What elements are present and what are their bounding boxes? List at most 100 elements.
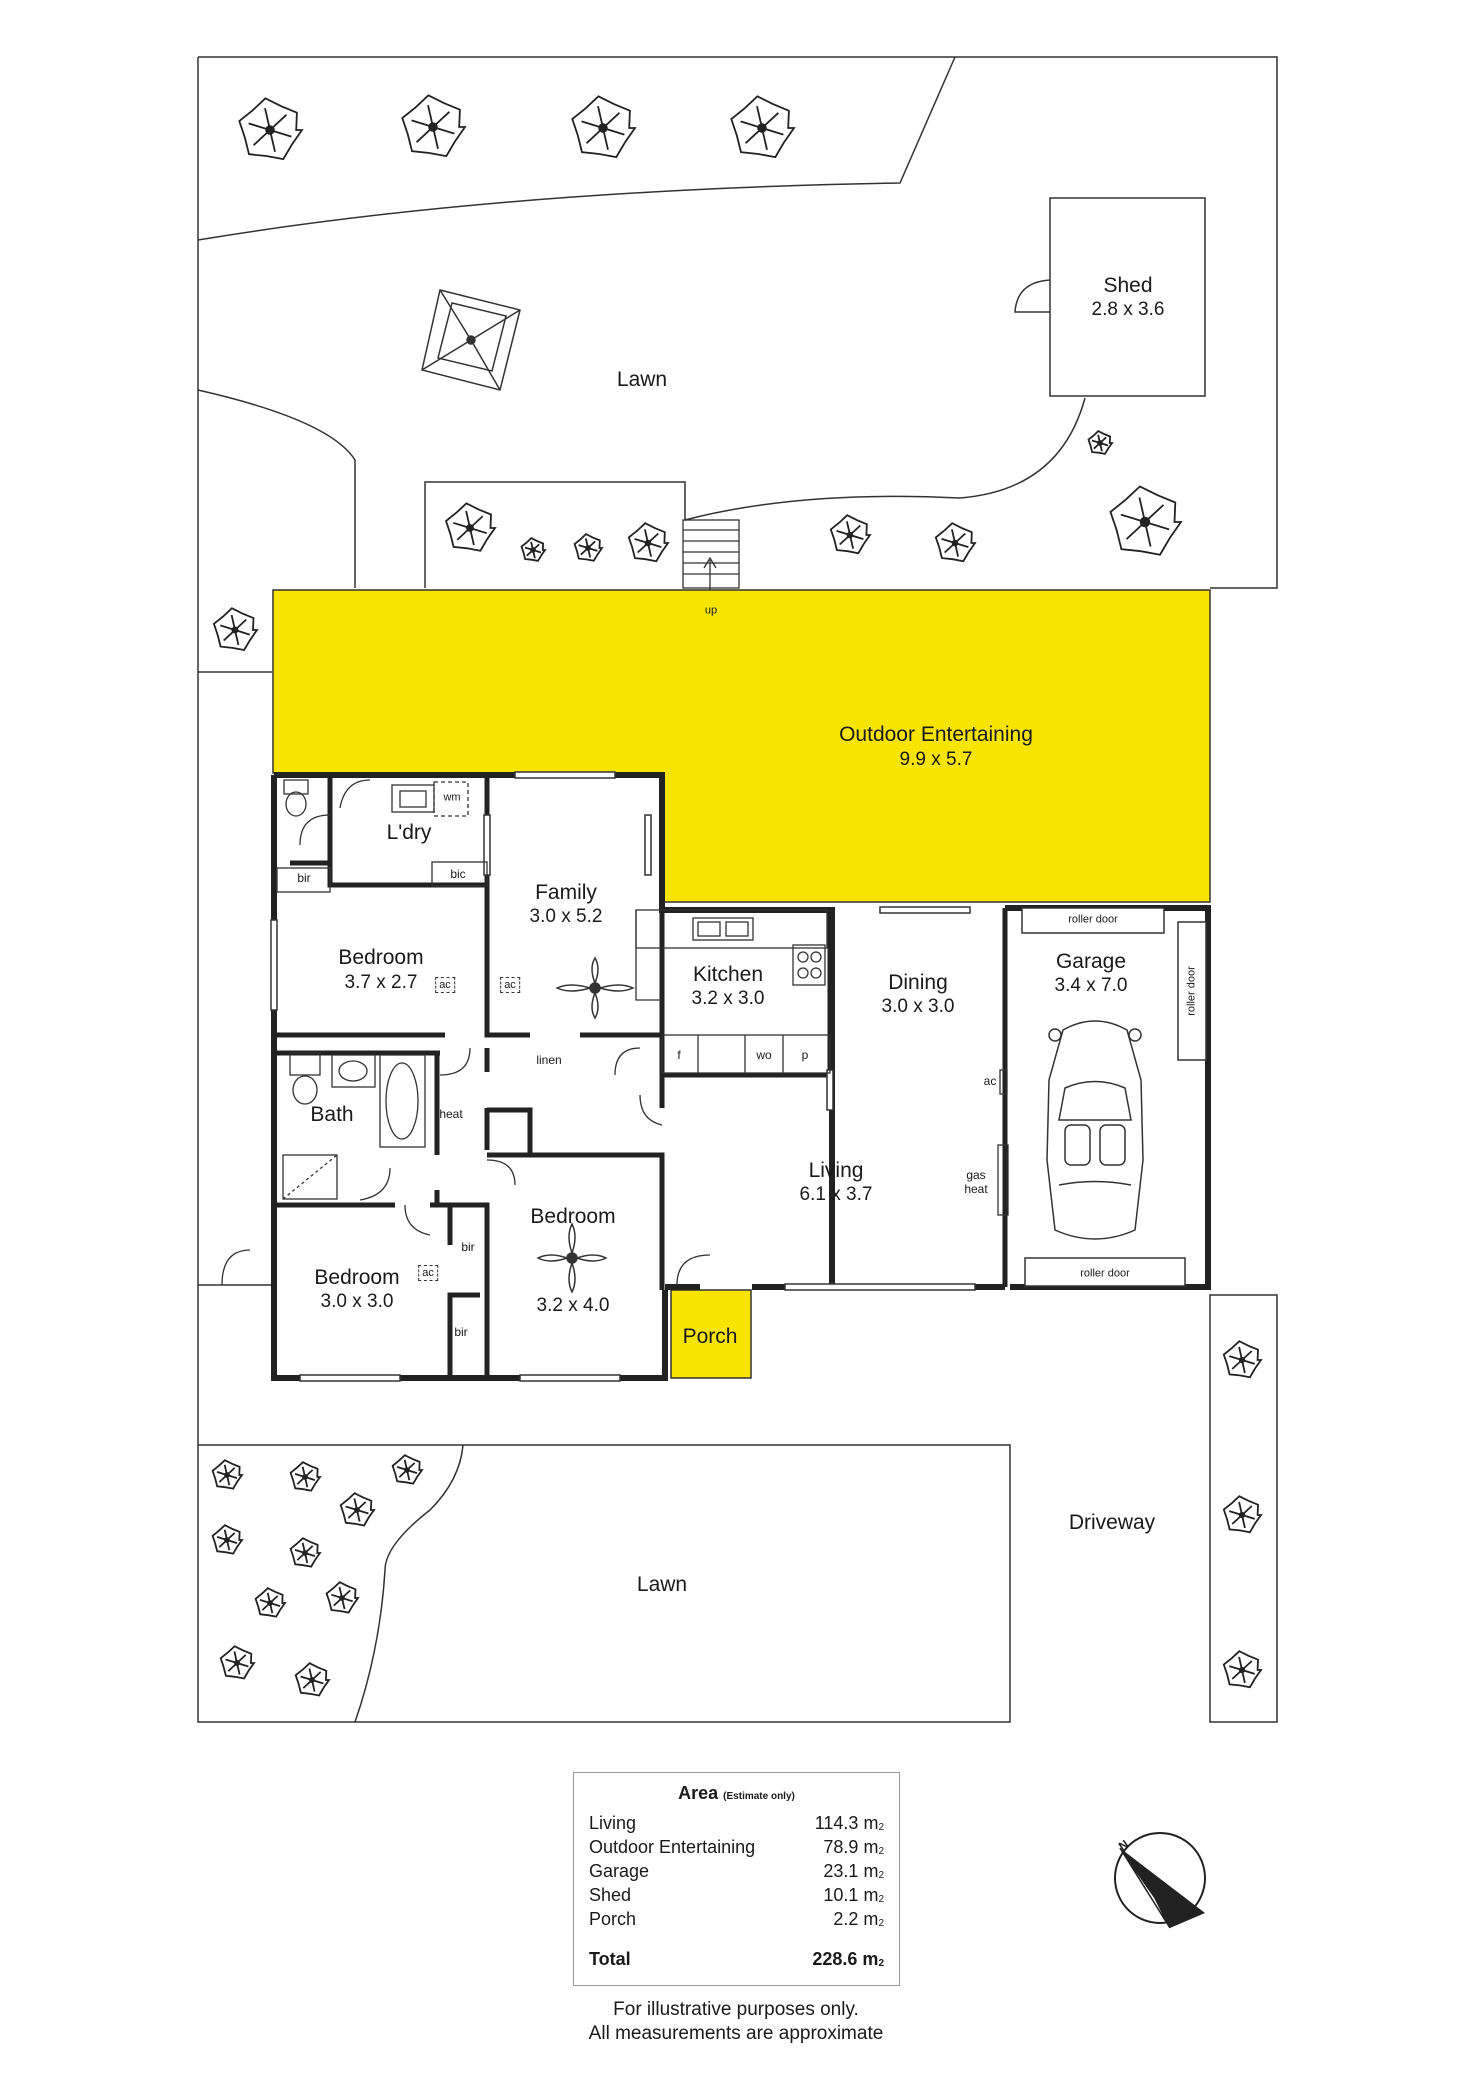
bic-label: bic [450,867,466,882]
tree-icon [211,1459,244,1490]
area-row: Porch 2.2 m2 [589,1909,884,1931]
area-subtitle: (Estimate only) [723,1791,795,1802]
washing-machine-label: wm [443,791,461,804]
family-dims: 3.0 x 5.2 [529,906,603,928]
area-row-value: 23.1 m2 [823,1861,884,1881]
tree-icon [573,533,604,562]
tree-icon [401,94,467,158]
area-row-value: 2.2 m2 [833,1909,884,1929]
outdoor-entertaining-dims: 9.9 x 5.7 [899,749,973,771]
area-row-name: Porch [589,1909,637,1929]
bedroom2-name: Bedroom [530,1204,616,1228]
bedroom3-dims: 3.0 x 3.0 [320,1291,394,1313]
area-row-value: 114.3 m2 [814,1813,884,1833]
area-row: Garage 23.1 m2 [589,1861,884,1883]
dining-name: Dining [888,970,948,994]
tree-icon [730,95,796,159]
ac-tag-family: ac [500,977,520,993]
lawn-front-label: Lawn [636,1572,688,1596]
door-swings [221,779,711,1286]
driveway-label: Driveway [1068,1510,1156,1534]
tree-icon [289,1537,322,1568]
roller-door-bottom-label: roller door [1080,1267,1130,1280]
compass-icon [1114,1832,1206,1929]
area-row: Outdoor Entertaining 78.9 m2 [589,1837,884,1859]
tree-icon [1087,430,1114,455]
area-row: Shed 10.1 m2 [589,1885,884,1907]
tree-icon [571,95,637,159]
kitchen-dims: 3.2 x 3.0 [691,988,765,1010]
ceiling-fans [536,956,635,1294]
bir-label-1: bir [461,1240,475,1255]
tree-icon [1109,485,1183,556]
tree-icon [339,1492,376,1527]
roller-doors [1021,907,1207,1287]
heat-label: heat [439,1107,463,1122]
porch-name: Porch [682,1324,738,1348]
gazebo [421,289,521,391]
tree-icon [211,1524,244,1555]
tree-icon [829,514,872,555]
tree-icon [1222,1650,1263,1689]
lawn-back-label: Lawn [616,367,668,391]
garage-dims: 3.4 x 7.0 [1054,975,1128,997]
area-row: Living 114.3 m2 [589,1813,884,1835]
tree-icon [1222,1340,1263,1379]
tree-icon [219,1645,256,1680]
bedroom1-name: Bedroom [338,945,424,969]
area-summary-table: Area (Estimate only) Living 114.3 m2 Outdo… [573,1772,900,1986]
tree-icon [325,1581,360,1614]
tree-icon [444,502,497,552]
living-name: Living [808,1158,864,1182]
area-title: Area (Estimate only) [574,1783,899,1804]
tree-icon [238,97,304,161]
kitchen-name: Kitchen [692,962,764,986]
laundry-name: L'dry [386,820,432,844]
outdoor-entertaining-name: Outdoor Entertaining [839,722,1033,746]
tree-icon [294,1662,331,1697]
shed [1014,197,1206,397]
area-row-name: Garage [589,1861,650,1881]
living-dims: 6.1 x 3.7 [799,1184,873,1206]
dining-dims: 3.0 x 3.0 [881,996,955,1018]
disclaimer-line-2: All measurements are approximate [588,2023,884,2044]
disclaimer: For illustrative purposes only. All meas… [0,1998,1472,2046]
area-row-value: 10.1 m2 [823,1885,884,1905]
pantry-label: p [801,1048,809,1063]
bedroom1-dims: 3.7 x 2.7 [344,972,418,994]
steps-up-label: up [704,604,718,617]
car-icon [1046,1020,1144,1240]
fixtures [276,779,1009,1216]
area-row-value: 78.9 m2 [823,1837,884,1857]
ac-label-dining: ac [983,1074,997,1089]
tree-icon [627,522,670,563]
roller-door-side-label: roller door [1185,966,1198,1016]
disclaimer-line-1: For illustrative purposes only. [613,1999,859,2020]
roller-door-top-label: roller door [1068,913,1118,926]
area-row-name: Living [589,1813,637,1833]
linen-label: linen [536,1053,562,1068]
wall-oven-label: wo [756,1048,772,1063]
tree-icon [934,522,977,563]
shed-name: Shed [1103,273,1153,297]
windows [270,771,976,1382]
gas-heat-label: gas heat [964,1168,988,1196]
porch-area [670,1289,752,1379]
area-total-value: 228.6 m2 [812,1949,884,1969]
tree-icon [254,1587,287,1618]
garage-name: Garage [1055,949,1127,973]
area-row-name: Outdoor Entertaining [589,1837,756,1857]
bedroom3-name: Bedroom [314,1265,400,1289]
outdoor-entertaining-area [272,589,1211,903]
trees [211,94,1263,1697]
bir-label-laundry: bir [297,871,311,886]
ac-tag-bedroom1: ac [435,977,455,993]
bir-label-2: bir [454,1325,468,1340]
shed-dims: 2.8 x 3.6 [1091,299,1165,321]
tree-icon [1222,1495,1263,1534]
family-name: Family [535,880,597,904]
tree-icon [212,607,259,651]
area-row-name: Shed [589,1885,632,1905]
